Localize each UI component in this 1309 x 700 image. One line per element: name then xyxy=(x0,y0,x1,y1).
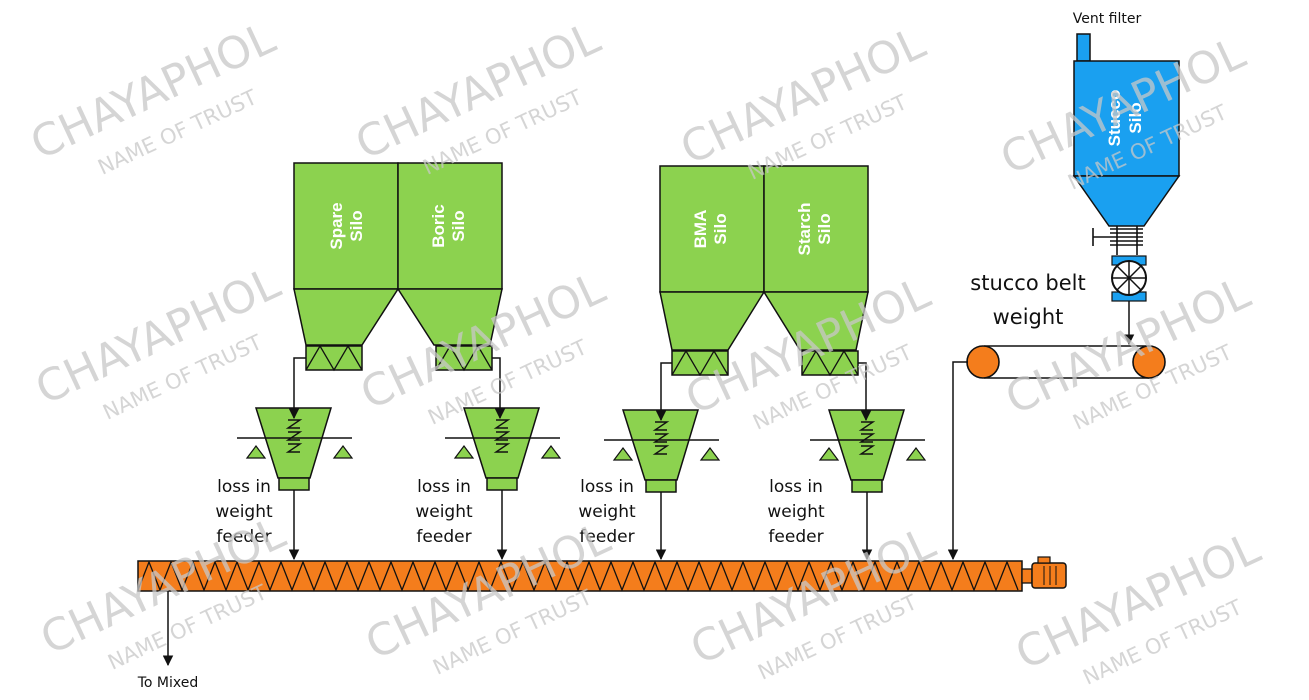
rotary-valve-icon xyxy=(1111,255,1147,302)
svg-text:loss in: loss in xyxy=(217,477,271,497)
silo-bma-label-1: BMA xyxy=(691,210,710,249)
svg-text:feeder: feeder xyxy=(579,527,634,547)
svg-text:weight: weight xyxy=(767,502,825,522)
svg-text:loss in: loss in xyxy=(769,477,823,497)
feeder-3 xyxy=(604,409,721,493)
motor-icon xyxy=(1021,556,1067,589)
svg-text:weight: weight xyxy=(578,502,636,522)
silo-stucco-label-1: Stucco xyxy=(1105,90,1124,147)
svg-text:feeder: feeder xyxy=(768,527,823,547)
silo-screw-starch xyxy=(801,349,859,377)
vent-filter-icon xyxy=(1076,33,1091,62)
silo-starch-label-1: Starch xyxy=(795,203,814,256)
flow-lines-silo-to-feeder xyxy=(288,357,872,422)
flow-belt-to-screw xyxy=(947,361,968,561)
svg-text:loss in: loss in xyxy=(417,477,471,497)
silo-boric-label-1: Boric xyxy=(429,204,448,247)
silo-screw-bma xyxy=(671,349,729,377)
silo-spare-label-1: Spare xyxy=(327,202,346,249)
feeder-1 xyxy=(237,407,354,491)
feeder-caption-4: loss in weight feeder xyxy=(767,477,825,547)
feeder-caption-1: loss in weight feeder xyxy=(215,477,273,547)
svg-text:feeder: feeder xyxy=(416,527,471,547)
svg-text:feeder: feeder xyxy=(216,527,271,547)
feeder-caption-3: loss in weight feeder xyxy=(578,477,636,547)
silo-starch: Starch Silo xyxy=(762,165,869,351)
silo-screw-spare xyxy=(305,344,363,372)
silo-bma-label-2: Silo xyxy=(711,213,730,244)
silo-spare: Spare Silo xyxy=(293,162,400,346)
stucco-belt-label-2: weight xyxy=(993,305,1064,329)
silo-bma: BMA Silo xyxy=(659,165,766,351)
silo-stucco-label-2: Silo xyxy=(1126,102,1145,133)
stucco-belt-label-1: stucco belt xyxy=(970,271,1085,295)
silo-spare-label-2: Silo xyxy=(347,210,366,241)
svg-text:weight: weight xyxy=(215,502,273,522)
feeder-caption-2: loss in weight feeder xyxy=(415,477,473,547)
flow-lines-feeder-to-screw xyxy=(288,490,873,561)
silo-boric-label-2: Silo xyxy=(449,210,468,241)
main-screw-conveyor xyxy=(137,560,1023,592)
silo-starch-label-2: Silo xyxy=(815,213,834,244)
vent-filter-label: Vent filter xyxy=(1073,11,1142,27)
silo-boric: Boric Silo xyxy=(396,162,503,346)
to-mixed-label: To Mixed xyxy=(137,675,199,691)
svg-text:weight: weight xyxy=(415,502,473,522)
slide-gate xyxy=(1092,226,1143,255)
feeder-2 xyxy=(445,407,562,491)
silo-stucco: Stucco Silo xyxy=(1072,33,1181,227)
svg-text:loss in: loss in xyxy=(580,477,634,497)
feeder-4 xyxy=(810,409,927,493)
